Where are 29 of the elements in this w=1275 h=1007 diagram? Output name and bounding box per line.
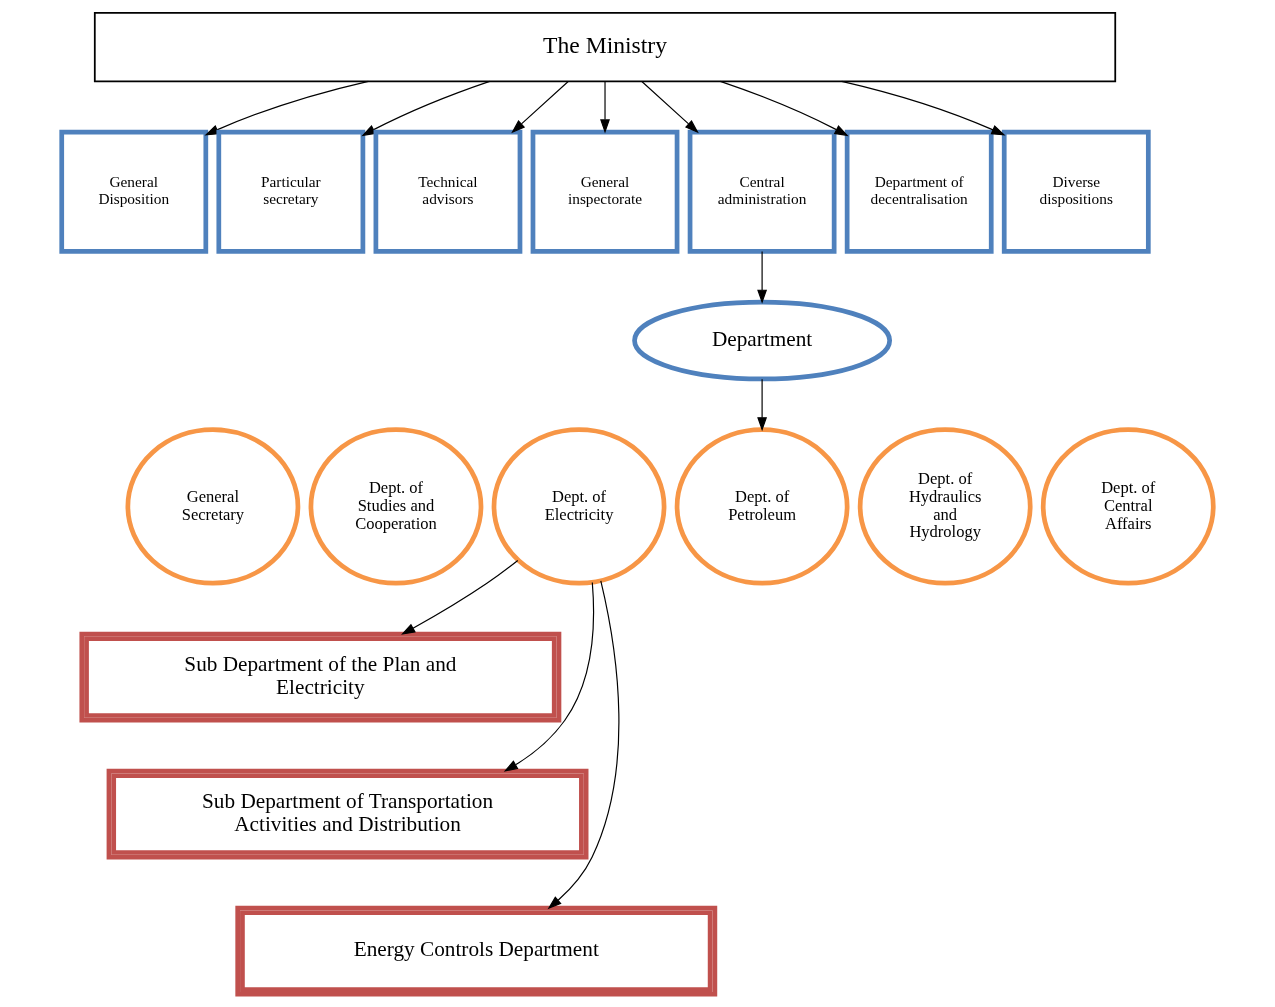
- node-circle: Dept. of Studies and Cooperation: [308, 427, 484, 586]
- arrow: [547, 580, 620, 910]
- node-box: Technical advisors: [373, 129, 523, 254]
- node-box: General Disposition: [59, 129, 209, 254]
- node-circle: Dept. of Central Affairs: [1040, 427, 1216, 586]
- arrow: [757, 251, 768, 304]
- arrow: [600, 80, 610, 134]
- node-box: General inspectorate: [530, 129, 680, 254]
- node-box: Sub Department of the Plan and Electricity: [79, 631, 562, 723]
- arrow: [511, 80, 569, 134]
- node-box: Diverse dispositions: [1001, 129, 1151, 254]
- node-box: Central administration: [687, 129, 837, 254]
- arrow: [757, 378, 768, 432]
- arrow: [503, 581, 595, 772]
- node-circle: Dept. of Hydraulics and Hydrology: [857, 427, 1033, 586]
- node-box: Department of decentralisation: [844, 129, 994, 254]
- node-ellipse: Department: [632, 299, 892, 382]
- node-circle: Dept. of Petroleum: [674, 427, 850, 586]
- arrow: [641, 80, 699, 134]
- node-circle: Dept. of Electricity: [491, 427, 667, 586]
- node-box: Particular secretary: [216, 129, 366, 254]
- node-box: The Ministry: [93, 11, 1117, 83]
- arrow: [841, 80, 1006, 136]
- arrow: [719, 80, 849, 137]
- node-box: Energy Controls Department: [235, 905, 718, 997]
- node-box: Sub Department of Transportation Activities and Distribution: [106, 768, 589, 860]
- arrow: [401, 559, 519, 635]
- arrow: [361, 80, 491, 137]
- node-circle: General Secretary: [125, 427, 301, 586]
